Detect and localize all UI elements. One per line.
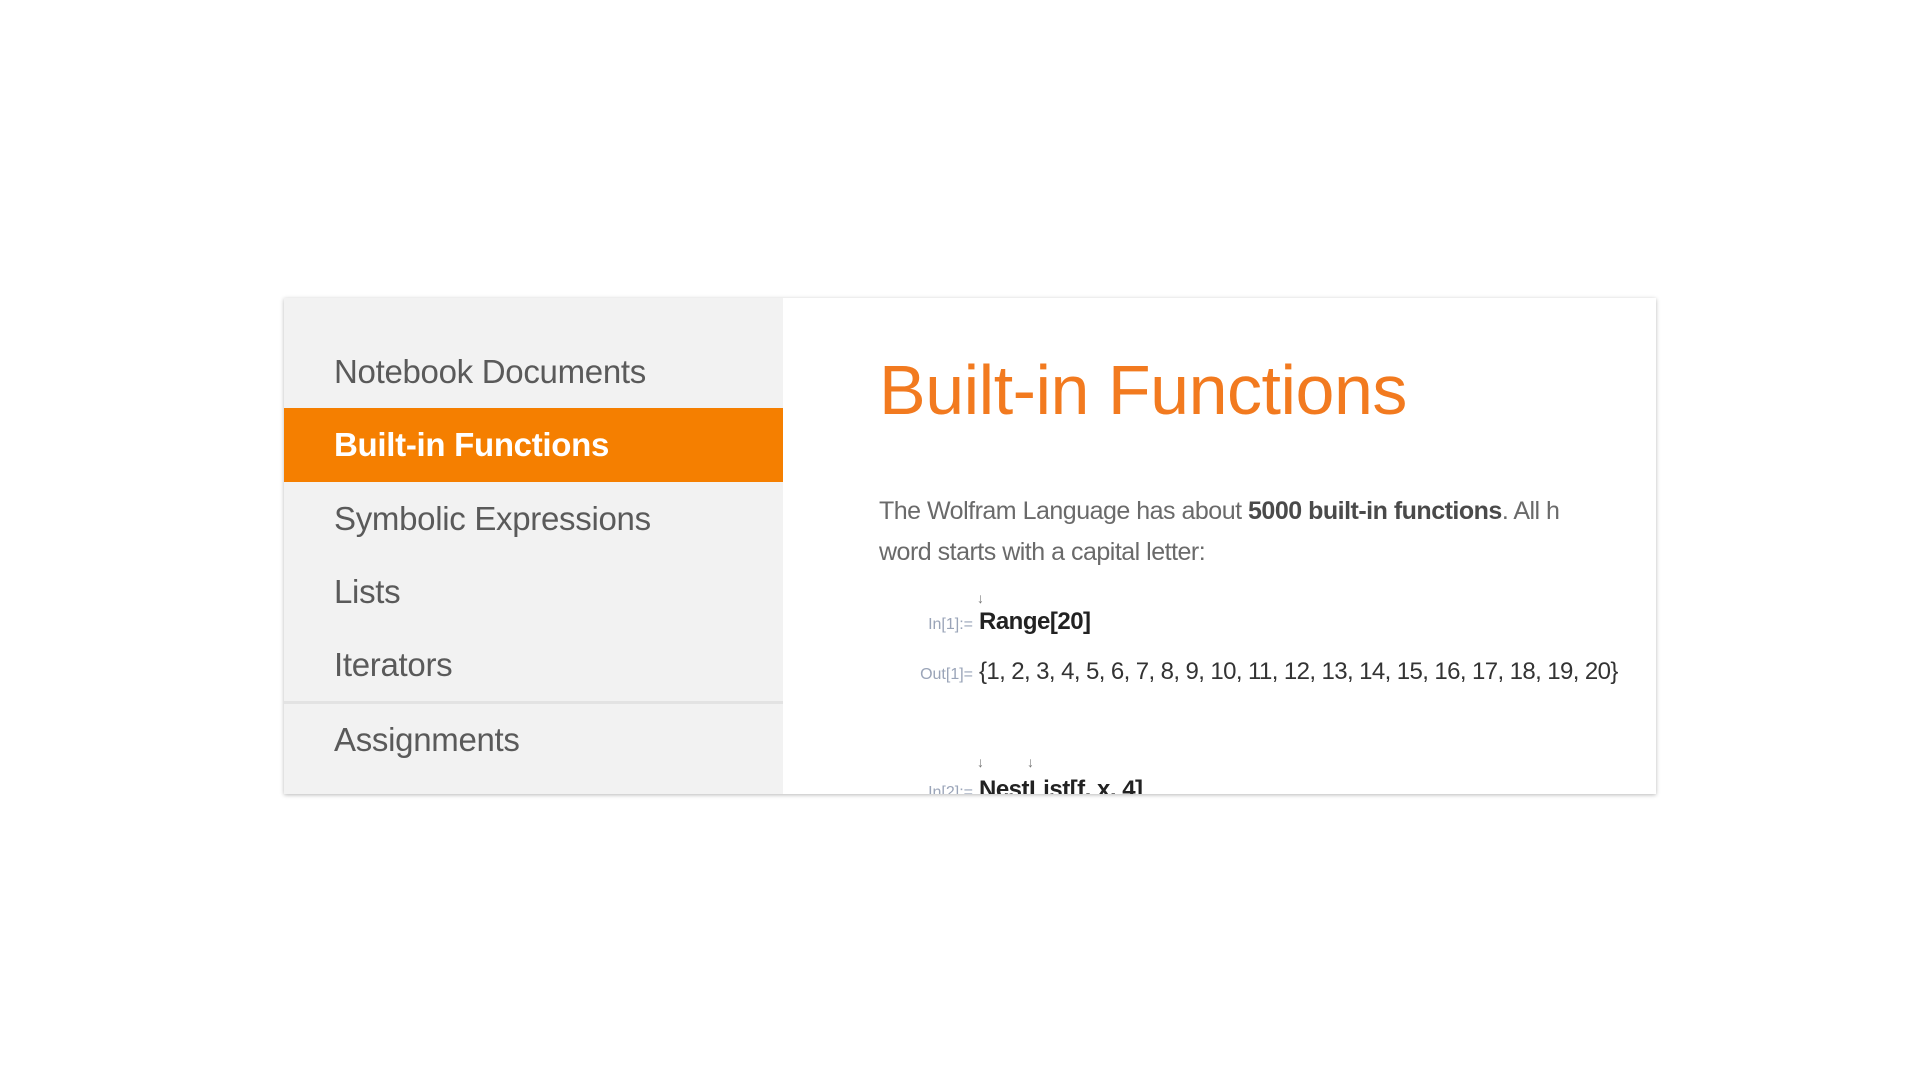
output-cell-1: Out[1]= {1, 2, 3, 4, 5, 6, 7, 8, 9, 10, 1… — [907, 658, 1618, 686]
input-code[interactable]: Range[20] — [979, 608, 1091, 635]
intro-paragraph: The Wolfram Language has about 5000 buil… — [879, 491, 1560, 573]
intro-text-start: The Wolfram Language has about — [879, 497, 1249, 525]
sidebar-item-lists[interactable]: Lists — [334, 573, 401, 610]
output-value: {1, 2, 3, 4, 5, 6, 7, 8, 9, 10, 11, 12, … — [979, 658, 1618, 685]
input-cursor-marker: ↓ — [977, 590, 984, 606]
sidebar-item-assignments[interactable]: Assignments — [334, 721, 520, 758]
sidebar-item-notebook-documents[interactable]: Notebook Documents — [334, 353, 646, 390]
intro-text-end: . All h — [1501, 497, 1560, 525]
tutorial-panel: Notebook Documents Built-in Functions Sy… — [284, 298, 1656, 794]
page-title: Built-in Functions — [879, 351, 1407, 429]
intro-text-bold: 5000 built-in functions — [1248, 497, 1502, 525]
input-cursor-marker: ↓ — [977, 754, 984, 770]
input-code[interactable]: NestList[f, x, 4] — [979, 776, 1143, 794]
in-label: In[1]:= — [928, 616, 973, 633]
in-label: In[2]:= — [928, 784, 973, 794]
sidebar: Notebook Documents Built-in Functions Sy… — [284, 298, 783, 794]
sidebar-item-symbolic-expressions[interactable]: Symbolic Expressions — [334, 500, 651, 537]
out-label: Out[1]= — [920, 666, 973, 683]
sidebar-item-built-in-functions[interactable]: Built-in Functions — [284, 408, 783, 482]
intro-text-line2: word starts with a capital letter: — [879, 538, 1206, 566]
input-cursor-marker: ↓ — [1027, 754, 1034, 770]
input-cell-1[interactable]: In[1]:= Range[20] — [907, 608, 1091, 636]
sidebar-divider — [284, 701, 783, 704]
main-content: Built-in Functions The Wolfram Language … — [783, 298, 1656, 794]
sidebar-nav: Notebook Documents Built-in Functions Sy… — [284, 298, 783, 776]
input-cell-2[interactable]: In[2]:= NestList[f, x, 4] — [907, 776, 1143, 794]
sidebar-item-iterators[interactable]: Iterators — [334, 646, 453, 683]
